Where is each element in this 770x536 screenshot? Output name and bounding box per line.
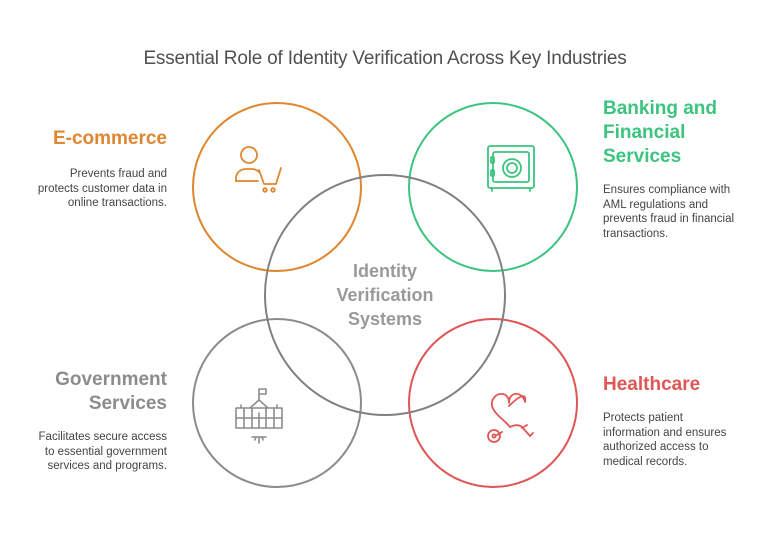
description-line: medical records. [603,455,688,468]
ecommerce-heading: E-commerce [7,127,167,151]
description-line: AML regulations and [603,198,709,211]
healthcare-heading: Healthcare [603,373,763,397]
heading-line: Services [603,146,682,167]
heading-line: Banking and [603,98,718,119]
shopper-cart-icon [235,146,282,193]
banking-description: Ensures compliance with AML regulations … [603,183,768,241]
description-line: services and programs. [47,460,167,472]
ecommerce-description: Prevents fraud and protects customer dat… [0,167,167,211]
description-line: Ensures compliance with [603,184,731,196]
description-line: protects customer data in [37,182,167,195]
description-line: information and ensures [603,426,727,439]
heart-stethoscope-icon [487,392,534,443]
diagram-title: Essential Role of Identity Verification … [143,48,627,69]
center-label-line: Systems [347,309,423,329]
center-label-line: Verification [336,285,434,305]
government-circle [192,318,362,488]
description-line: transactions. [603,227,669,240]
heading-line: Financial [603,122,686,143]
center-label-line: Identity [352,261,417,281]
description-line: online transactions. [67,197,167,209]
center-label: Identity Verification Systems [315,259,455,331]
heading-line: Government [55,369,167,390]
ecommerce-circle [192,102,362,272]
description-line: Prevents fraud and [69,168,167,180]
government-description: Facilitates secure access to essential g… [0,430,167,474]
banking-heading: Banking and Financial Services [603,97,763,169]
identity-verification-circle [264,174,506,416]
healthcare-description: Protects patient information and ensures… [603,411,763,469]
description-line: to essential government [44,445,167,458]
government-building-icon [235,388,283,444]
description-line: Facilitates secure access [38,431,167,443]
banking-circle [408,102,578,272]
healthcare-circle [408,318,578,488]
description-line: prevents fraud in financial [603,213,735,225]
government-heading: Government Services [7,368,167,416]
safe-icon [487,145,535,192]
heading-line: Services [88,393,167,414]
heading-line: Healthcare [603,374,701,395]
heading-line: E-commerce [52,128,167,149]
description-line: Protects patient [603,412,683,424]
description-line: authorized access to [603,441,709,453]
